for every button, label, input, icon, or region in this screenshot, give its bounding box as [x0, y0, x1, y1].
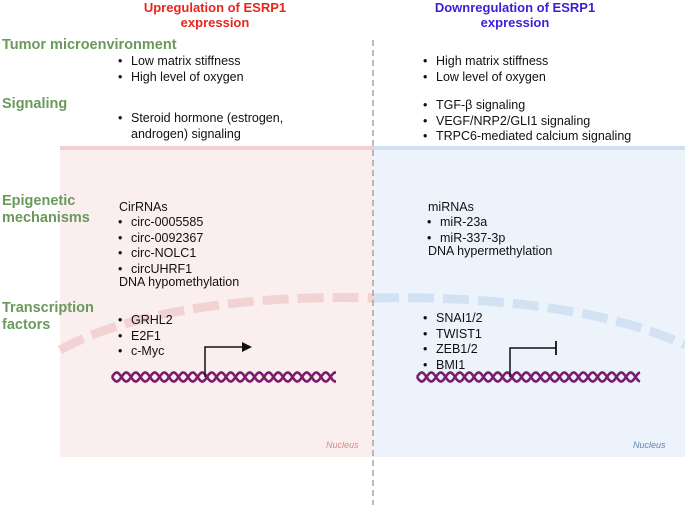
- dna-strand: [110, 371, 337, 383]
- list-item: circUHRF1: [115, 262, 203, 278]
- list-item: High level of oxygen: [115, 70, 244, 86]
- left-tf-list: GRHL2 E2F1 c-Myc: [115, 313, 173, 360]
- left-signaling-line1: Steroid hormone (estrogen,: [131, 111, 284, 125]
- left-nucleus-envelope: [57, 293, 374, 354]
- list-item: circ-0092367: [115, 231, 203, 247]
- left-tme-list: Low matrix stiffness High level of oxyge…: [115, 54, 244, 85]
- list-item: miR-23a: [424, 215, 505, 231]
- dna-strand: [415, 371, 641, 383]
- list-item: circ-0005585: [115, 215, 203, 231]
- left-title-line1: Upregulation of ESRP1: [143, 0, 287, 15]
- list-item: TGF-β signaling: [420, 98, 631, 114]
- right-tme-list: High matrix stiffness Low level of oxyge…: [420, 54, 548, 85]
- row-label-transcription-line1: Transcription: [2, 300, 94, 316]
- right-tf-list: SNAI1/2 TWIST1 ZEB1/2 BMI1: [420, 311, 483, 373]
- left-epigenetic-header: CirRNAs: [119, 200, 168, 214]
- row-label-epigenetic: Epigenetic mechanisms: [2, 193, 90, 227]
- right-epigenetic-header: miRNAs: [428, 200, 474, 214]
- right-column-title: Downregulation of ESRP1 expression: [400, 0, 630, 30]
- list-item: c-Myc: [115, 344, 173, 360]
- right-signaling-list: TGF-β signaling VEGF/NRP2/GLI1 signaling…: [420, 98, 631, 145]
- left-column-title: Upregulation of ESRP1 expression: [110, 0, 320, 30]
- left-signaling-list: Steroid hormone (estrogen, androgen) sig…: [115, 111, 283, 142]
- row-label-tumor-microenvironment: Tumor microenvironment: [2, 37, 177, 53]
- row-label-epigenetic-line2: mechanisms: [2, 210, 90, 226]
- list-item: SNAI1/2: [420, 311, 483, 327]
- row-label-epigenetic-line1: Epigenetic: [2, 193, 76, 209]
- row-label-transcription-factors: Transcription factors: [2, 300, 94, 334]
- list-item: GRHL2: [115, 313, 173, 329]
- dna-helix-right: [415, 371, 641, 383]
- list-item: TWIST1: [420, 327, 483, 343]
- right-title-line2: expression: [480, 15, 550, 30]
- activation-arrow: [204, 342, 252, 377]
- row-label-transcription-line2: factors: [2, 317, 51, 333]
- right-nucleus-envelope: [372, 293, 685, 350]
- dna-strand: [415, 371, 641, 383]
- left-title-line2: expression: [180, 15, 250, 30]
- list-item: Steroid hormone (estrogen, androgen) sig…: [115, 111, 283, 142]
- list-item: E2F1: [115, 329, 173, 345]
- list-item: Low level of oxygen: [420, 70, 548, 86]
- left-nucleus-label: Nucleus: [326, 440, 359, 450]
- repression-arrow: [509, 341, 557, 377]
- dna-helix-left: [110, 371, 337, 383]
- row-label-signaling: Signaling: [2, 96, 68, 112]
- list-item: miR-337-3p: [424, 231, 505, 247]
- list-item: BMI1: [420, 358, 483, 374]
- left-signaling-line2: androgen) signaling: [131, 126, 241, 141]
- list-item: TRPC6-mediated calcium signaling: [420, 129, 631, 145]
- list-item: Low matrix stiffness: [115, 54, 244, 70]
- list-item: VEGF/NRP2/GLI1 signaling: [420, 114, 631, 130]
- list-item: ZEB1/2: [420, 342, 483, 358]
- right-epigenetic-footer: DNA hypermethylation: [428, 244, 553, 258]
- list-item: circ-NOLC1: [115, 246, 203, 262]
- right-epigenetic-list: miR-23a miR-337-3p: [424, 215, 505, 246]
- right-title-line1: Downregulation of ESRP1: [434, 0, 596, 15]
- list-item: High matrix stiffness: [420, 54, 548, 70]
- left-epigenetic-footer: DNA hypomethylation: [119, 275, 240, 289]
- right-nucleus-label: Nucleus: [633, 440, 666, 450]
- left-epigenetic-list: circ-0005585 circ-0092367 circ-NOLC1 cir…: [115, 215, 203, 277]
